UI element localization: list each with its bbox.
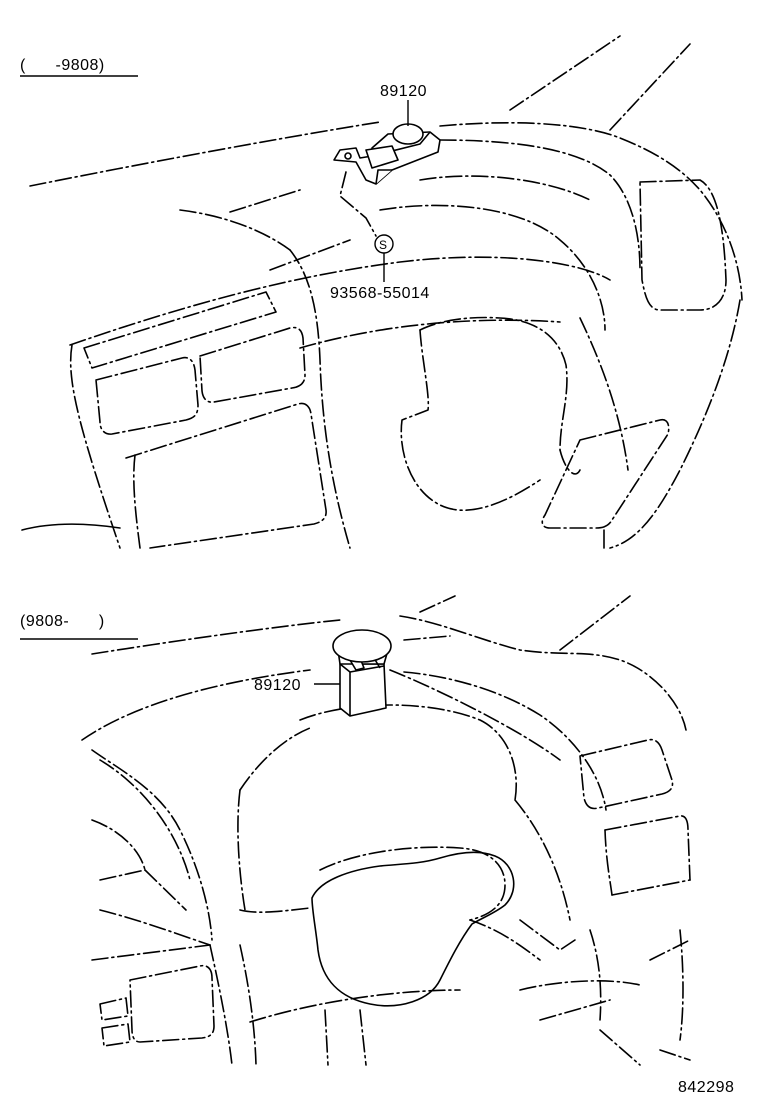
steering-wheel-hub xyxy=(311,851,515,1007)
fastener-symbol: S xyxy=(379,238,387,252)
illustration-id: 842298 xyxy=(678,1079,734,1096)
bottom-part-number: 89120 xyxy=(254,677,301,694)
bottom-dashboard-outline xyxy=(81,595,691,1066)
top-sensor-part xyxy=(333,123,441,185)
fastener-number: 93568-55014 xyxy=(330,285,430,302)
top-fastener-leader xyxy=(339,171,377,237)
top-part-number: 89120 xyxy=(380,83,427,100)
bottom-period-label: (9808- ) xyxy=(20,613,105,630)
top-view: ( -9808) xyxy=(20,35,743,549)
bottom-sensor-part xyxy=(332,629,392,717)
top-period-label: ( -9808) xyxy=(20,57,105,74)
bottom-view: (9808- ) xyxy=(20,595,691,1066)
